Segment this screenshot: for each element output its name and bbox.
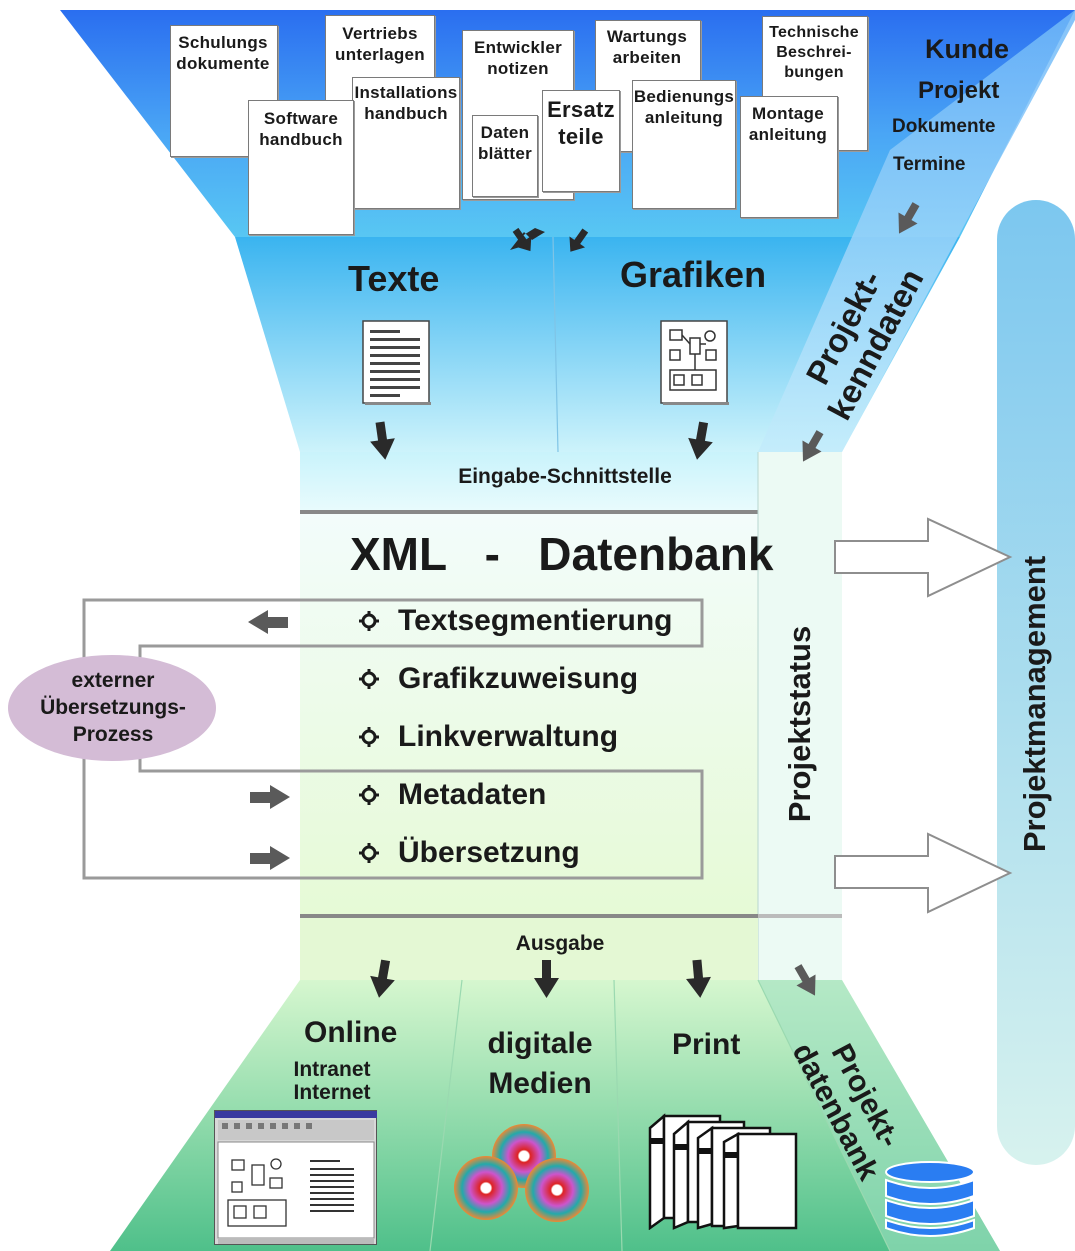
projektmanagement-label: Projektmanagement	[1017, 555, 1052, 853]
doc-ersatzteile-label: Ersatz teile	[547, 97, 615, 149]
kunde-title: Kunde	[925, 34, 1009, 64]
doc-ersatzteile	[542, 90, 620, 192]
doc-softwarehandbuch	[248, 100, 354, 235]
feature-label: Übersetzung	[398, 836, 580, 869]
database-title: XML - Datenbank	[350, 528, 774, 580]
database-area	[300, 514, 758, 914]
eingabe-band	[300, 452, 842, 510]
doc-montageanleitung	[740, 96, 838, 218]
grafiken-heading: Grafiken	[620, 254, 767, 295]
feature-textsegmentierung: Textsegmentierung	[358, 603, 673, 639]
feature-label: Linkverwaltung	[398, 720, 619, 753]
doc-schulungsdokumente-label: Schulungs dokumente	[176, 33, 270, 73]
database-icon	[885, 1161, 975, 1237]
feature-label: Metadaten	[398, 778, 547, 811]
arrow-to-pm-2	[834, 832, 1013, 914]
eingabe-schnittstelle-label: Eingabe-Schnittstelle	[458, 465, 672, 488]
feature-label: Grafikzuweisung	[398, 662, 639, 695]
doc-softwarehandbuch-label: Software handbuch	[259, 109, 343, 149]
doc-installationshandbuch	[352, 77, 460, 209]
feature-uebersetzung: Übersetzung	[358, 835, 580, 871]
gear-icon	[359, 785, 379, 805]
doc-montageanleitung-label: Montage anleitung	[748, 104, 828, 144]
doc-datenblaetter	[472, 115, 538, 197]
doc-bedienungsanleitung-label: Bedienungs anleitung	[633, 87, 735, 127]
gear-icon	[359, 843, 379, 863]
gear-icon	[359, 611, 379, 631]
text-document-icon	[362, 320, 431, 405]
doc-vertriebsunterlagen-label: Vertriebs unterlagen	[335, 24, 425, 64]
arrow-to-pm-1	[834, 517, 1013, 598]
digitale-medien-heading: digitale Medien	[487, 1027, 593, 1100]
doc-datenblaetter-label: Daten blätter	[477, 123, 533, 163]
online-subtitle: Intranet Internet	[293, 1058, 371, 1104]
texte-heading: Texte	[348, 258, 440, 299]
cd-stack-icon	[454, 1124, 589, 1222]
projektstatus-column	[758, 452, 842, 980]
graphic-document-icon	[660, 320, 729, 405]
doc-installationshandbuch-label: Installations handbuch	[354, 83, 458, 123]
gear-icon	[359, 727, 379, 747]
doc-entwicklernotizen-label: Entwickler notizen	[473, 38, 563, 78]
extern-uebersetzung-label: externer Übersetzungs- Prozess	[40, 669, 186, 746]
kunde-item-dokumente: Dokumente	[892, 116, 996, 137]
gear-icon	[359, 669, 379, 689]
ausgabe-label: Ausgabe	[515, 932, 605, 955]
feature-linkverwaltung: Linkverwaltung	[358, 719, 618, 755]
projektmanagement-bar	[997, 200, 1075, 1165]
extern-uebersetzung-oval	[8, 655, 216, 761]
feature-label: Textsegmentierung	[398, 604, 673, 637]
kunde-item-projekt: Projekt	[918, 77, 1000, 104]
feature-grafikzuweisung: Grafikzuweisung	[358, 661, 638, 697]
feature-metadaten: Metadaten	[358, 777, 546, 813]
kunde-item-termine: Termine	[893, 154, 966, 175]
projektstatus-label: Projektstatus	[782, 625, 817, 823]
print-binders-icon	[648, 1113, 798, 1230]
browser-window-icon	[214, 1110, 377, 1245]
doc-bedienungsanleitung	[632, 80, 736, 209]
doc-wartungsarbeiten-label: Wartungs arbeiten	[606, 27, 688, 67]
online-heading: Online	[304, 1016, 398, 1049]
print-heading: Print	[672, 1028, 741, 1061]
doc-technische-beschreibungen-label: Technische Beschrei- bungen	[769, 24, 859, 81]
ausgabe-band	[300, 918, 758, 980]
